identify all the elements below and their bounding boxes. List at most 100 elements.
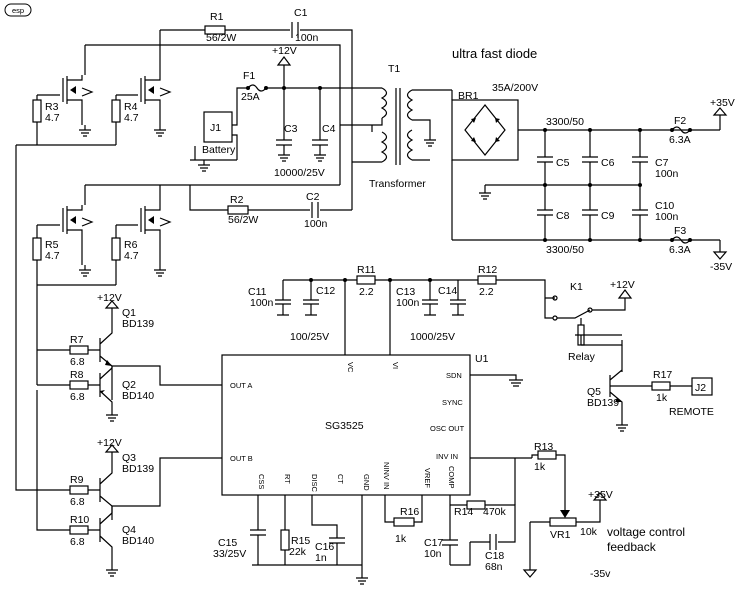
r8-value: 6.8 [70, 391, 85, 403]
j1-value: Battery [202, 144, 236, 156]
pin-sync: SYNC [442, 398, 463, 407]
r16-ref: R16 [400, 506, 419, 518]
r14-ref: R14 [454, 506, 473, 518]
r12-ref: R12 [478, 264, 497, 276]
q5-transistor: J2 Q5 BD139 R17 1k REMOTE [587, 345, 714, 432]
pin-inv-in: INV IN [436, 452, 458, 461]
r6-ref: R6 [124, 239, 138, 251]
c18-value: 68n [485, 561, 503, 573]
q4-ref: Q4 [122, 524, 136, 536]
r10-symbol [69, 525, 89, 535]
c16-ref: C16 [315, 541, 334, 553]
r11-ref: R11 [357, 264, 376, 276]
j2-connector [691, 377, 713, 396]
q2-value: BD140 [122, 390, 154, 402]
cap-bottom-value: 3300/50 [546, 244, 584, 256]
r12-value: 2.2 [479, 286, 494, 298]
transformer-t1: T1 Transformer [340, 63, 452, 190]
c1-value: 100n [295, 32, 319, 44]
r2-symbol [227, 205, 249, 215]
vr1-plus35: +35V [588, 489, 613, 501]
f2-value: 6.3A [669, 134, 691, 146]
relay-label: Relay [568, 351, 596, 363]
plus35-rail: +35V [710, 97, 735, 109]
r9-ref: R9 [70, 474, 84, 486]
vr1-symbol [549, 517, 577, 527]
r11-value: 2.2 [359, 286, 374, 298]
ic-u1: U1 SG3525 OUT A OUT B SDN SYNC OSC OUT I… [221, 353, 489, 496]
pin-rt: RT [283, 474, 292, 484]
q5-value: BD139 [587, 397, 619, 409]
r2-value: 56/2W [228, 214, 258, 226]
br1-ref: BR1 [458, 90, 479, 102]
f3-value: 6.3A [669, 244, 691, 256]
c3-c4-value: 10000/25V [274, 167, 325, 179]
q1-plus12: +12V [97, 292, 122, 304]
minus35-rail: -35V [710, 261, 732, 273]
j1-connector [203, 111, 233, 143]
r7-ref: R7 [70, 334, 84, 346]
q3-plus12: +12V [97, 437, 122, 449]
c18-ref: C18 [485, 550, 504, 562]
relay-plus12: +12V [610, 279, 635, 291]
q3-ref: Q3 [122, 452, 136, 464]
r11-symbol [356, 275, 376, 285]
r1-symbol [204, 25, 226, 35]
transformer-label: Transformer [369, 178, 426, 190]
c18-symbol [489, 534, 497, 550]
c4-ref: C4 [322, 123, 336, 135]
r14-symbol [466, 500, 486, 510]
feedback-network: R16 1k C17 10n R14 470k C18 68n R13 1k V… [384, 441, 685, 580]
c10-value: 100n [655, 211, 679, 223]
fuse-f3: F3 6.3A -35V [669, 225, 732, 273]
c11-value: 100n [250, 297, 274, 309]
u1-ref: U1 [475, 353, 489, 365]
vr1-minus35: -35v [590, 568, 611, 580]
pin-ninv-in: NINV IN [382, 462, 391, 490]
c17-value: 10n [424, 548, 442, 560]
driver-q3-q4: +12V Q3 BD139 Q4 BD140 R9 6.8 R10 6.8 [36, 390, 222, 577]
c11-ref: C11 [248, 286, 267, 298]
c9-ref: C9 [601, 210, 615, 222]
r12-symbol [477, 275, 497, 285]
r5-ref: R5 [45, 239, 59, 251]
c12-value: 100/25V [290, 331, 329, 343]
supply-filter: C11 100n C12 100/25V R11 2.2 C13 100n C1… [248, 264, 555, 355]
r14-value: 470k [483, 506, 507, 518]
pin-osc-out: OSC OUT [430, 424, 465, 433]
r4-ref: R4 [124, 101, 138, 113]
q1-value: BD139 [122, 318, 154, 330]
c8-ref: C8 [556, 210, 570, 222]
c17-ref: C17 [424, 537, 443, 549]
c1-ref: C1 [294, 7, 308, 19]
top-snubber: R1 56/2W C1 100n [159, 7, 353, 210]
bridge-rectifier-br1: BR1 35A/200V [451, 82, 720, 240]
q4-value: BD140 [122, 535, 154, 547]
pin-disc: DISC [310, 474, 319, 493]
c2-symbol [311, 202, 319, 218]
c13-value: 100n [396, 297, 420, 309]
ultra-fast-diode-note: ultra fast diode [452, 46, 537, 61]
c12-ref: C12 [316, 285, 335, 297]
r4-value: 4.7 [124, 112, 139, 124]
fuse-f2: F2 6.3A +35V [669, 97, 735, 146]
r16-value: 1k [395, 533, 407, 545]
c15-ref: C15 [218, 537, 237, 549]
k1-ref: K1 [570, 281, 583, 293]
vr1-ref: VR1 [550, 529, 571, 541]
r7-symbol [69, 345, 89, 355]
lower-mosfet-right [124, 185, 172, 277]
r2-ref: R2 [230, 194, 244, 206]
c14-value: 1000/25V [410, 331, 455, 343]
u1-part: SG3525 [325, 420, 364, 432]
c13-ref: C13 [396, 286, 415, 298]
pin-vref: VREF [423, 468, 432, 488]
f2-ref: F2 [674, 115, 686, 127]
f3-ref: F3 [674, 225, 686, 237]
cap-top-value: 3300/50 [546, 116, 584, 128]
upper-mosfet-left [45, 75, 94, 137]
c1-symbol [291, 22, 299, 38]
upper-mosfet-right [124, 75, 172, 137]
c2-value: 100n [304, 218, 328, 230]
